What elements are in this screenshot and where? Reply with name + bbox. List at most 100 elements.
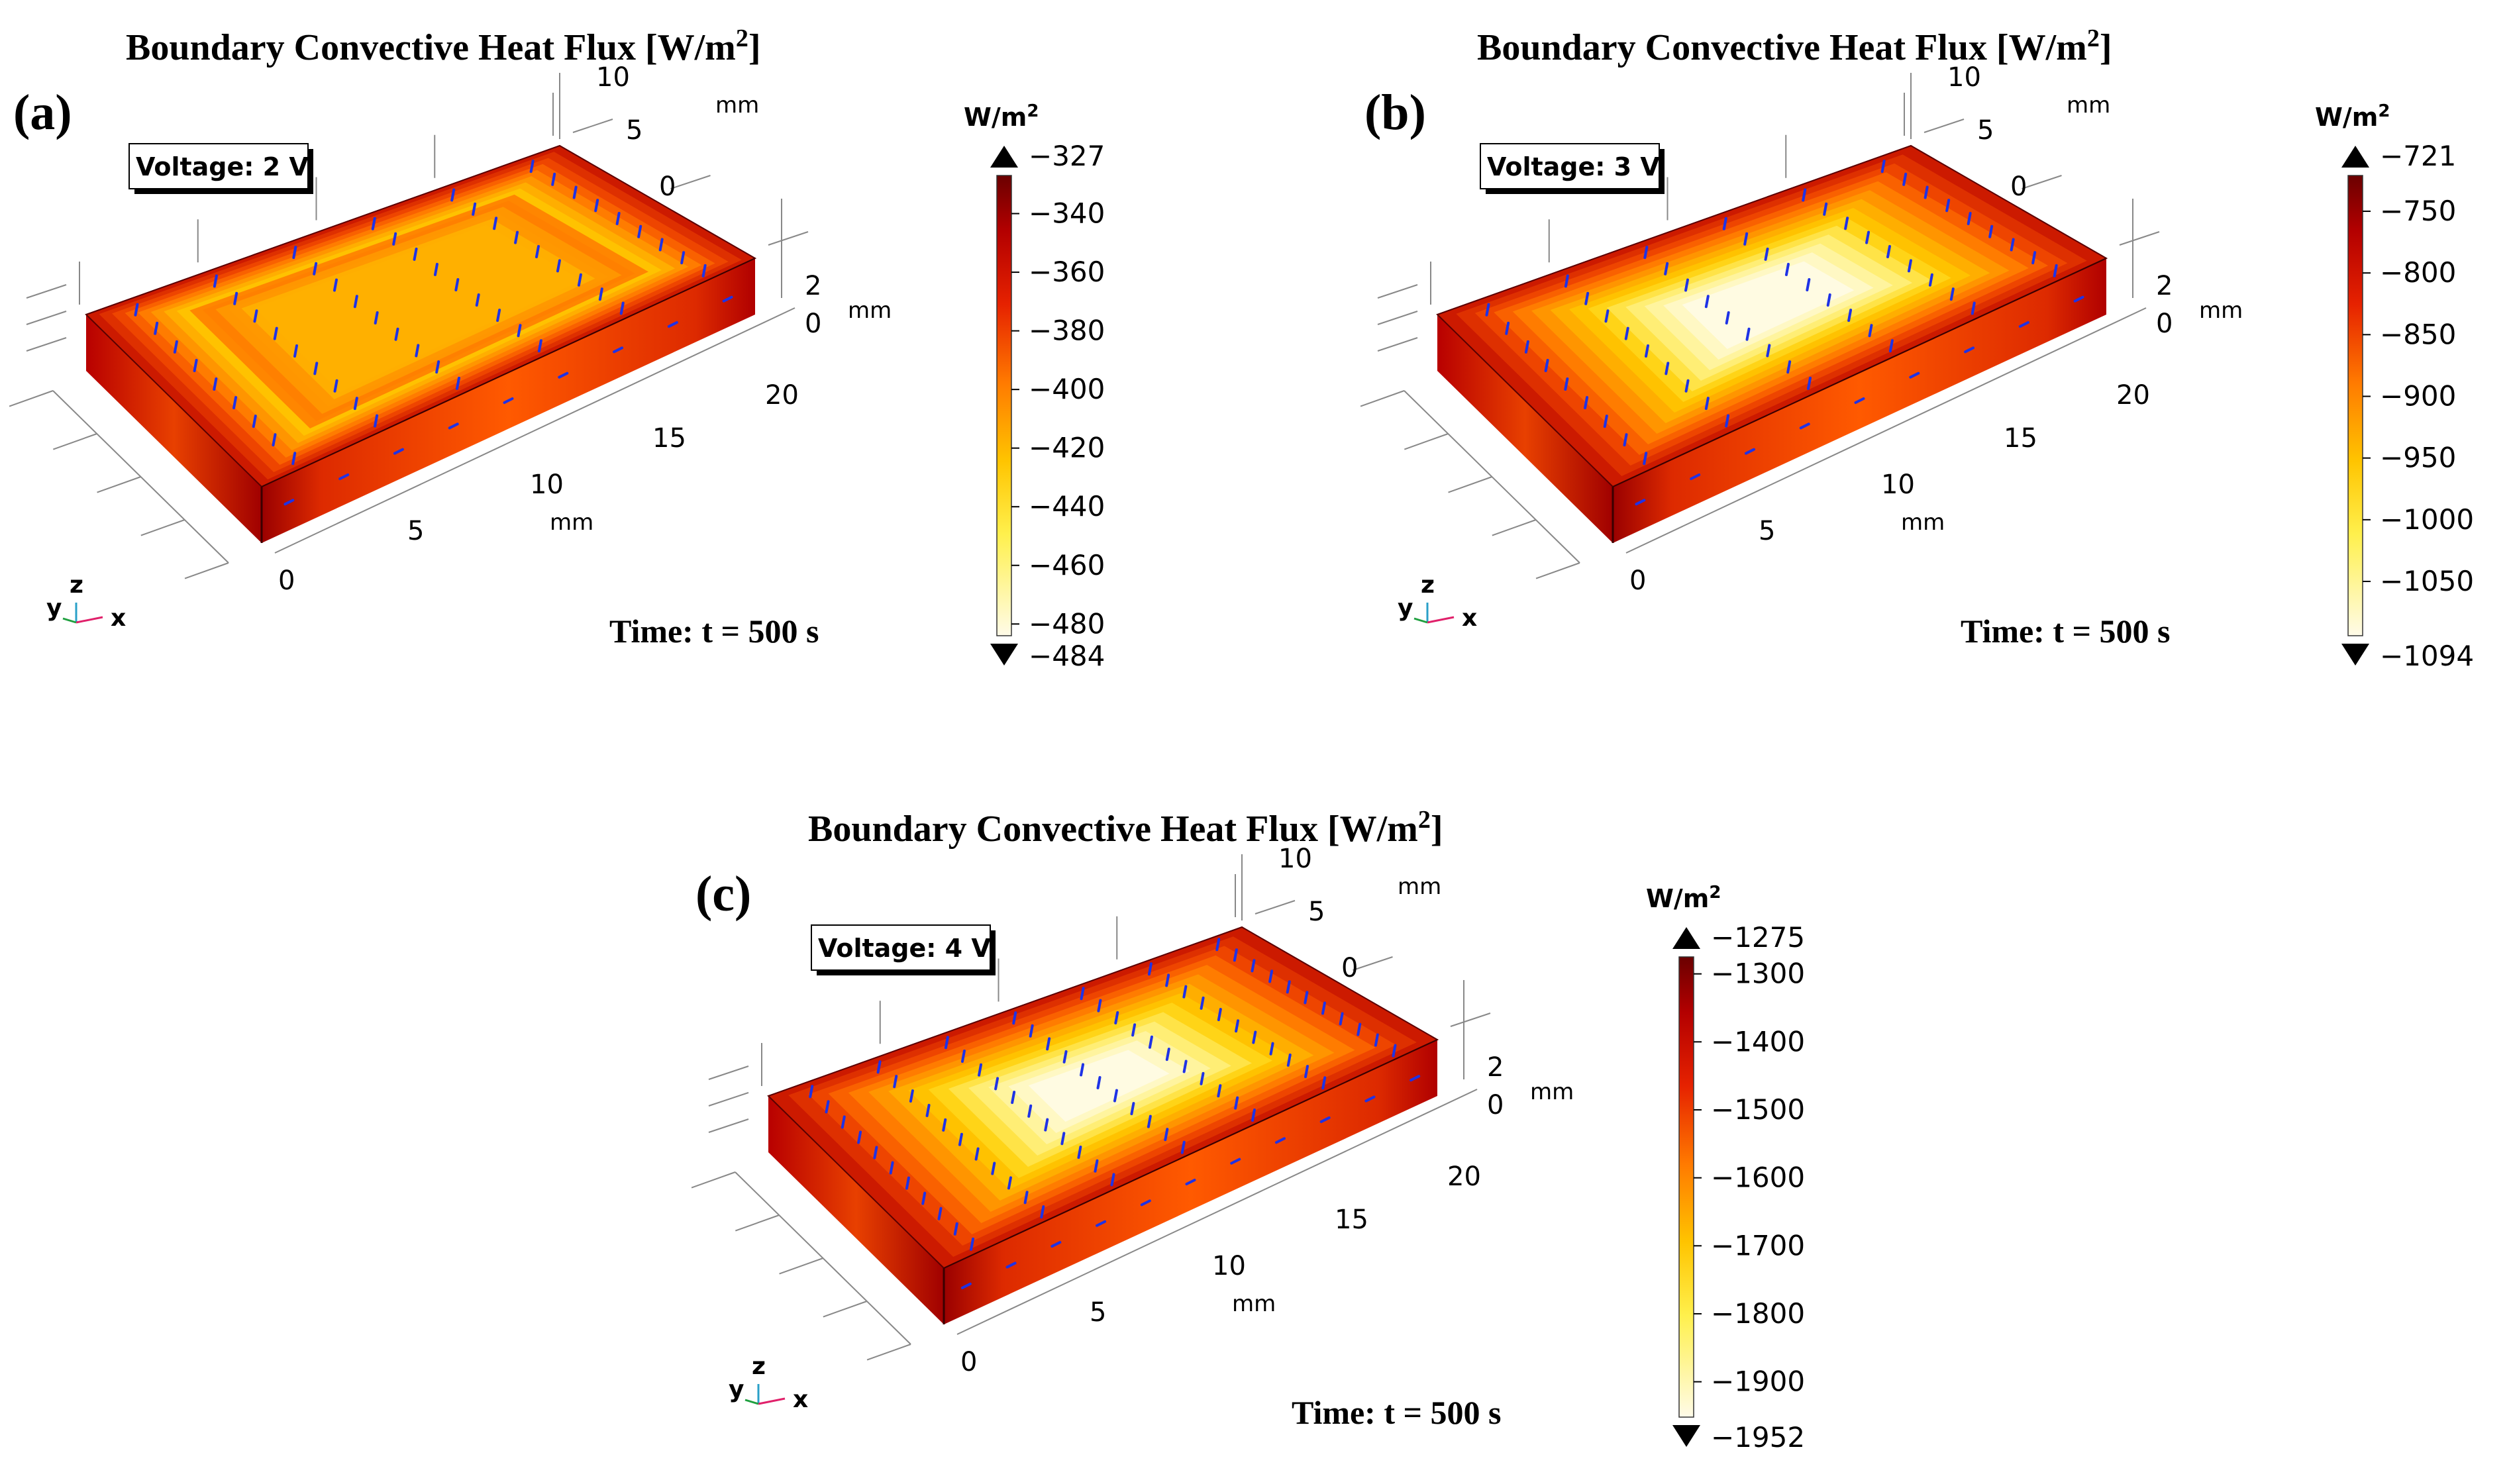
flux-arrow-marker [921,1191,927,1205]
grid-line [274,307,795,554]
flux-arrow-marker [1005,1261,1017,1269]
colorbar-tick-label: −480 [1029,607,1105,640]
flux-arrow-marker [1251,1109,1256,1122]
panel-a: Boundary Convective Heat Flux [W/m2] (a) 1… [9,25,1105,672]
colorbar-tick-label: −1600 [1711,1162,1805,1194]
panel-title: Boundary Convective Heat Flux [W/m2] [126,25,760,68]
flux-arrow-marker [454,278,460,291]
flux-arrow-marker [1230,1158,1241,1165]
flux-arrow-marker [333,278,338,292]
block-edge [943,1039,1438,1269]
flux-arrow-marker [594,199,599,213]
grid-line [52,433,97,450]
flux-arrow-marker [313,262,318,275]
flux-arrow-marker [1766,344,1771,358]
flux-arrow-marker [293,344,298,358]
flux-arrow-marker [1624,326,1629,340]
flux-arrow-marker [1147,1114,1152,1128]
x-tick-label: 0 [1629,566,1646,596]
title-main: Boundary Convective Heat Flux [W/m [808,809,1418,850]
grid-line [1492,519,1537,536]
flux-arrow-marker [1928,273,1933,287]
axis-triad: yzx [1398,571,1477,632]
flux-arrow-marker [637,224,642,238]
colorbar-gradient [2347,175,2363,636]
flux-arrow-marker [1764,247,1769,261]
y-axis-unit: mm [1398,873,1441,900]
title-main: Boundary Convective Heat Flux [W/m [1477,27,2087,68]
panel-title: Boundary Convective Heat Flux [W/m2] [1477,25,2112,68]
flux-arrow-marker [1967,212,1972,225]
colorbar-min-label: −484 [1029,640,1105,672]
flux-arrow-marker [1623,433,1628,447]
flux-arrow-marker [2018,321,2029,328]
flux-arrow-marker [1040,1205,1045,1219]
flux-arrow-marker [925,1103,931,1117]
flux-arrow-marker [893,1075,898,1089]
grid-line [708,1065,749,1080]
flux-arrow-marker [1217,1084,1222,1098]
x-tick-label: 15 [652,423,686,454]
flux-arrow-marker [394,327,399,341]
grid-line [9,390,54,407]
grid-line [97,476,141,493]
triad-z-label: z [70,571,83,599]
flux-arrow-marker [1029,1024,1034,1038]
flux-arrow-marker [1886,245,1891,258]
flux-arrow-marker [1374,1033,1379,1047]
colorbar-tick-label: −1000 [2380,503,2474,536]
grid-line [1923,119,1965,133]
x-axis-unit: mm [550,509,593,536]
x-tick-label: 5 [1090,1297,1106,1328]
panel-c: Boundary Convective Heat Flux [W/m2](c)1… [691,806,1805,1454]
flux-arrow-marker [475,293,480,307]
axis-triad: yzx [729,1353,808,1413]
title-end: ] [2100,27,2112,68]
flux-arrow-marker [1130,1102,1135,1116]
flux-arrow-marker [1012,1011,1017,1025]
grid-line [1450,1013,1491,1027]
flux-arrow-marker [273,326,278,340]
flux-arrow-marker [1046,1037,1051,1051]
flux-arrow-marker [1485,303,1490,317]
grid-line [1625,307,2147,554]
flux-arrow-marker [876,1060,882,1074]
colorbar-min-label: −1094 [2380,640,2474,672]
flux-arrow-marker [1304,991,1309,1005]
flux-arrow-marker [909,1089,914,1103]
flux-arrow-marker [1665,362,1670,375]
y-tick-label: 0 [659,172,676,202]
flux-arrow-marker [1725,414,1730,428]
y-tick-label: 0 [2010,172,2027,202]
grid-line [1448,476,1492,493]
flux-arrow-marker [1164,1128,1169,1142]
flux-arrow-marker [1233,948,1238,962]
triad-y-label: y [1398,595,1413,622]
colorbar-tick-label: −750 [2380,195,2456,227]
flux-arrow-marker [154,321,159,335]
flux-arrow-marker [1077,1146,1082,1159]
flux-arrow-marker [1286,980,1291,994]
grid-line [735,1171,911,1345]
colorbar-tick-label: −1900 [1711,1365,1805,1398]
x-axis-unit: mm [1232,1291,1276,1317]
flux-arrow-marker [193,358,198,372]
panel-label: (a) [13,85,72,140]
title-superscript: 2 [2087,25,2100,52]
flux-arrow-marker [598,287,603,301]
colorbar-max-triangle [1672,927,1700,949]
flux-arrow-marker [353,397,358,411]
flux-arrow-marker [292,246,297,260]
flux-arrow-marker [572,185,578,199]
flux-arrow-marker [1080,987,1085,1001]
flux-arrow-marker [960,1050,966,1063]
flux-arrow-marker [1268,969,1274,983]
panel-label: (b) [1364,85,1426,140]
flux-arrow-marker [937,1207,943,1220]
flux-arrow-marker [1217,1008,1222,1022]
flux-arrow-marker [173,340,178,354]
z-tick-label: 0 [805,309,821,339]
y-tick-label: 10 [596,62,630,93]
y-tick-label: 5 [626,115,642,146]
panel-title: Boundary Convective Heat Flux [W/m2] [808,806,1443,850]
